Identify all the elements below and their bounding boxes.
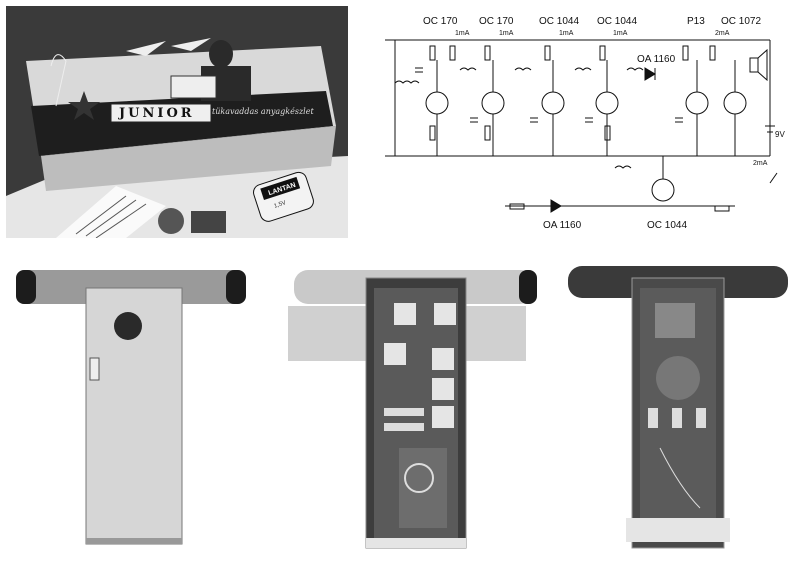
- transistor-label-1: OC 170: [423, 16, 458, 27]
- open-housing-photo: [284, 248, 540, 560]
- current-label-6: 2mA: [753, 160, 768, 167]
- assembled-receiver-illustration: [16, 270, 246, 545]
- diode-label-top: OA 1160: [637, 54, 676, 65]
- wiring-side-photo: [560, 248, 794, 560]
- transistor-label-6: OC 1072: [721, 16, 762, 27]
- current-label-4: 1mA: [613, 30, 628, 37]
- circuit-schematic: OC 170 OC 170 OC 1044 OC 1044 P13 OC 107…: [375, 8, 795, 238]
- kit-brand-text: JUNIOR: [119, 106, 195, 121]
- supply-voltage-label: 9V: [775, 130, 785, 139]
- wiring-side-illustration: [568, 266, 788, 549]
- assembled-receiver-photo: [6, 248, 262, 560]
- bottom-transistor-label: OC 1044: [647, 220, 688, 231]
- kit-subtitle-text: tükavaddas anyagkészlet: [212, 107, 314, 116]
- transistor-label-2: OC 170: [479, 16, 514, 27]
- kit-box-photo: JUNIOR tükavaddas anyagkészlet LANTAN 1,…: [6, 6, 348, 238]
- transistor-label-3: OC 1044: [539, 16, 580, 27]
- diode-label-bottom: OA 1160: [543, 220, 582, 231]
- kit-box-illustration: [6, 6, 348, 238]
- transistor-label-4: OC 1044: [597, 16, 638, 27]
- current-label-3: 1mA: [559, 30, 574, 37]
- schematic-drawing: [385, 39, 778, 213]
- transistor-label-5: P13: [687, 16, 705, 27]
- current-label-5: 2mA: [715, 30, 730, 37]
- open-housing-illustration: [288, 270, 537, 549]
- current-label-2: 1mA: [499, 30, 514, 37]
- current-label-1: 1mA: [455, 30, 470, 37]
